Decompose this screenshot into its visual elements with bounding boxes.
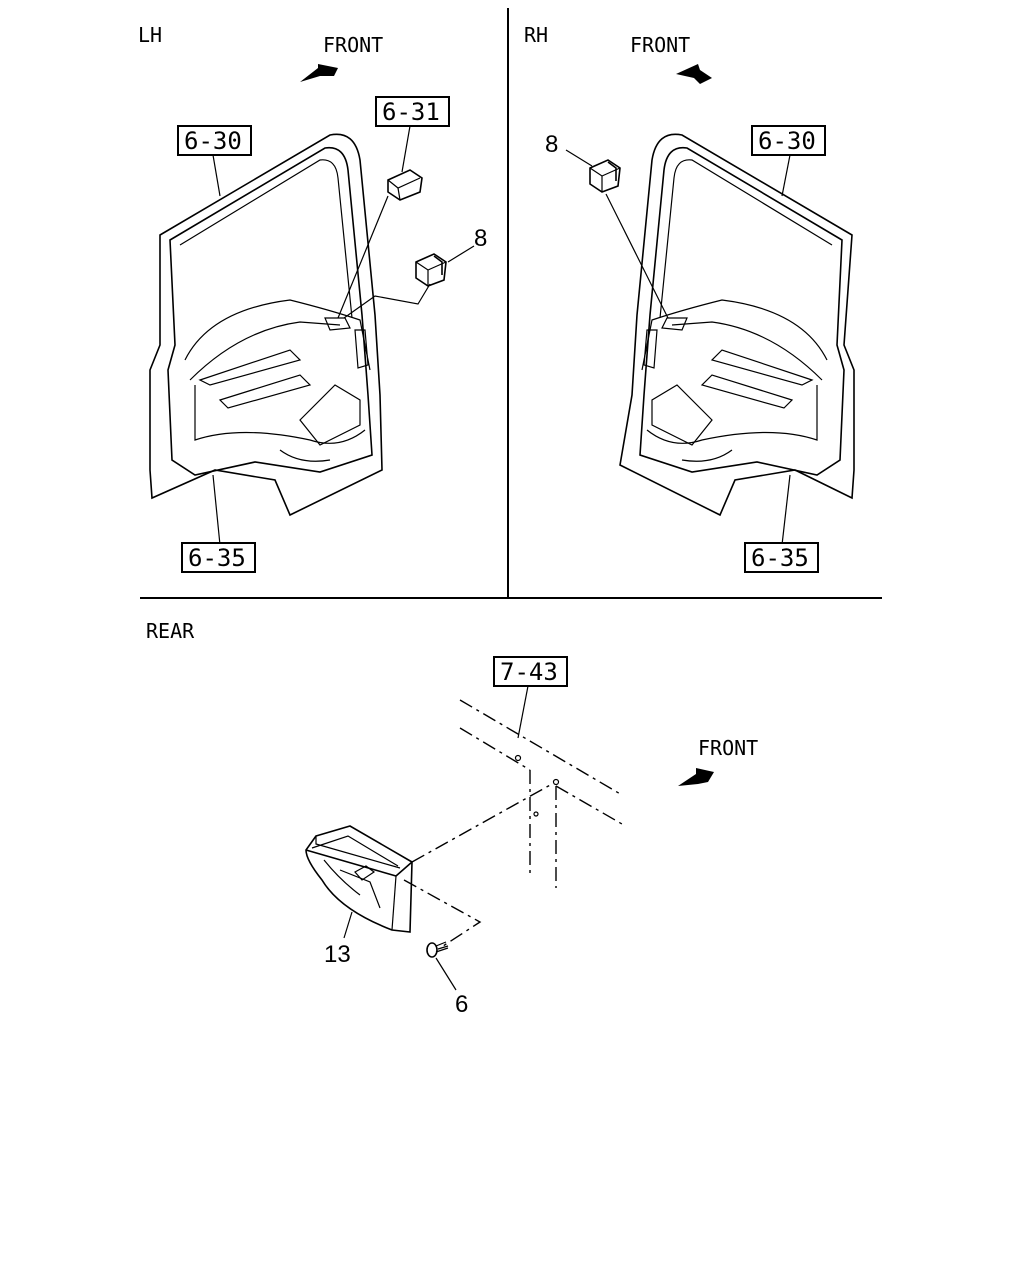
- rear-panel: REAR FRONT 7-43: [146, 619, 758, 1018]
- rear-frame-drawing: [459, 699, 623, 888]
- rear-lamp-part: [305, 825, 413, 933]
- lh-label: LH: [138, 23, 162, 47]
- rear-leader-lamp: [343, 911, 353, 939]
- rear-lamp-install-line: [411, 783, 553, 863]
- lh-ref-box-door-lower: [181, 542, 256, 573]
- rh-ref-door-lower: 6-35: [751, 544, 809, 572]
- lh-callout-clip: 8: [474, 225, 487, 252]
- lh-switch-install-line: [337, 195, 389, 319]
- rh-ref-door-upper: 6-30: [758, 127, 816, 155]
- lh-leader-mirror-switch: [401, 125, 411, 173]
- rh-leader-clip: [565, 149, 593, 167]
- lh-ref-mirror-switch: 6-31: [382, 98, 440, 126]
- rear-label: REAR: [146, 619, 195, 643]
- lh-ref-box-mirror-switch: [375, 96, 450, 127]
- rh-leader-door-upper: [781, 154, 791, 197]
- rear-front-arrow-icon: [678, 768, 714, 786]
- rh-clip-install-line: [605, 193, 669, 319]
- lh-panel: LH FRONT 6-30 6-31: [138, 23, 487, 573]
- lh-leader-door-upper: [212, 154, 221, 197]
- lh-ref-box-door-upper: [177, 125, 252, 156]
- rh-clip-part: [589, 159, 621, 193]
- lh-door-drawing: [149, 133, 383, 517]
- lh-ref-door-lower: 6-35: [188, 544, 246, 572]
- rh-callout-clip: 8: [545, 131, 558, 158]
- lh-clip-part: [415, 253, 447, 287]
- rear-ref-frame: 7-43: [500, 658, 558, 686]
- rh-panel: RH FRONT 6-30 8: [524, 23, 855, 573]
- rh-front-arrow-icon: [676, 64, 712, 84]
- rh-ref-box-door-lower: [744, 542, 819, 573]
- rear-screw-part: [426, 941, 449, 958]
- lh-mirror-switch-part: [387, 169, 423, 201]
- rh-front-label: FRONT: [630, 33, 690, 57]
- rear-callout-lamp: 13: [324, 941, 351, 968]
- rear-leader-screw: [435, 957, 457, 991]
- rear-front-label: FRONT: [698, 736, 758, 760]
- rh-label: RH: [524, 23, 548, 47]
- lh-leader-door-lower: [212, 474, 221, 546]
- lh-front-arrow-icon: [300, 64, 338, 82]
- lh-leader-clip: [447, 245, 475, 263]
- rear-ref-box-frame: [493, 656, 568, 687]
- rh-ref-box-door-upper: [751, 125, 826, 156]
- rear-leader-frame: [517, 685, 529, 739]
- rh-door-drawing: [619, 133, 855, 517]
- rh-leader-door-lower: [781, 474, 791, 546]
- lh-clip-install-line: [343, 283, 431, 319]
- rear-callout-screw: 6: [455, 991, 468, 1018]
- lh-front-label: FRONT: [323, 33, 383, 57]
- rear-screw-install-line: [403, 879, 482, 949]
- lh-ref-door-upper: 6-30: [184, 127, 242, 155]
